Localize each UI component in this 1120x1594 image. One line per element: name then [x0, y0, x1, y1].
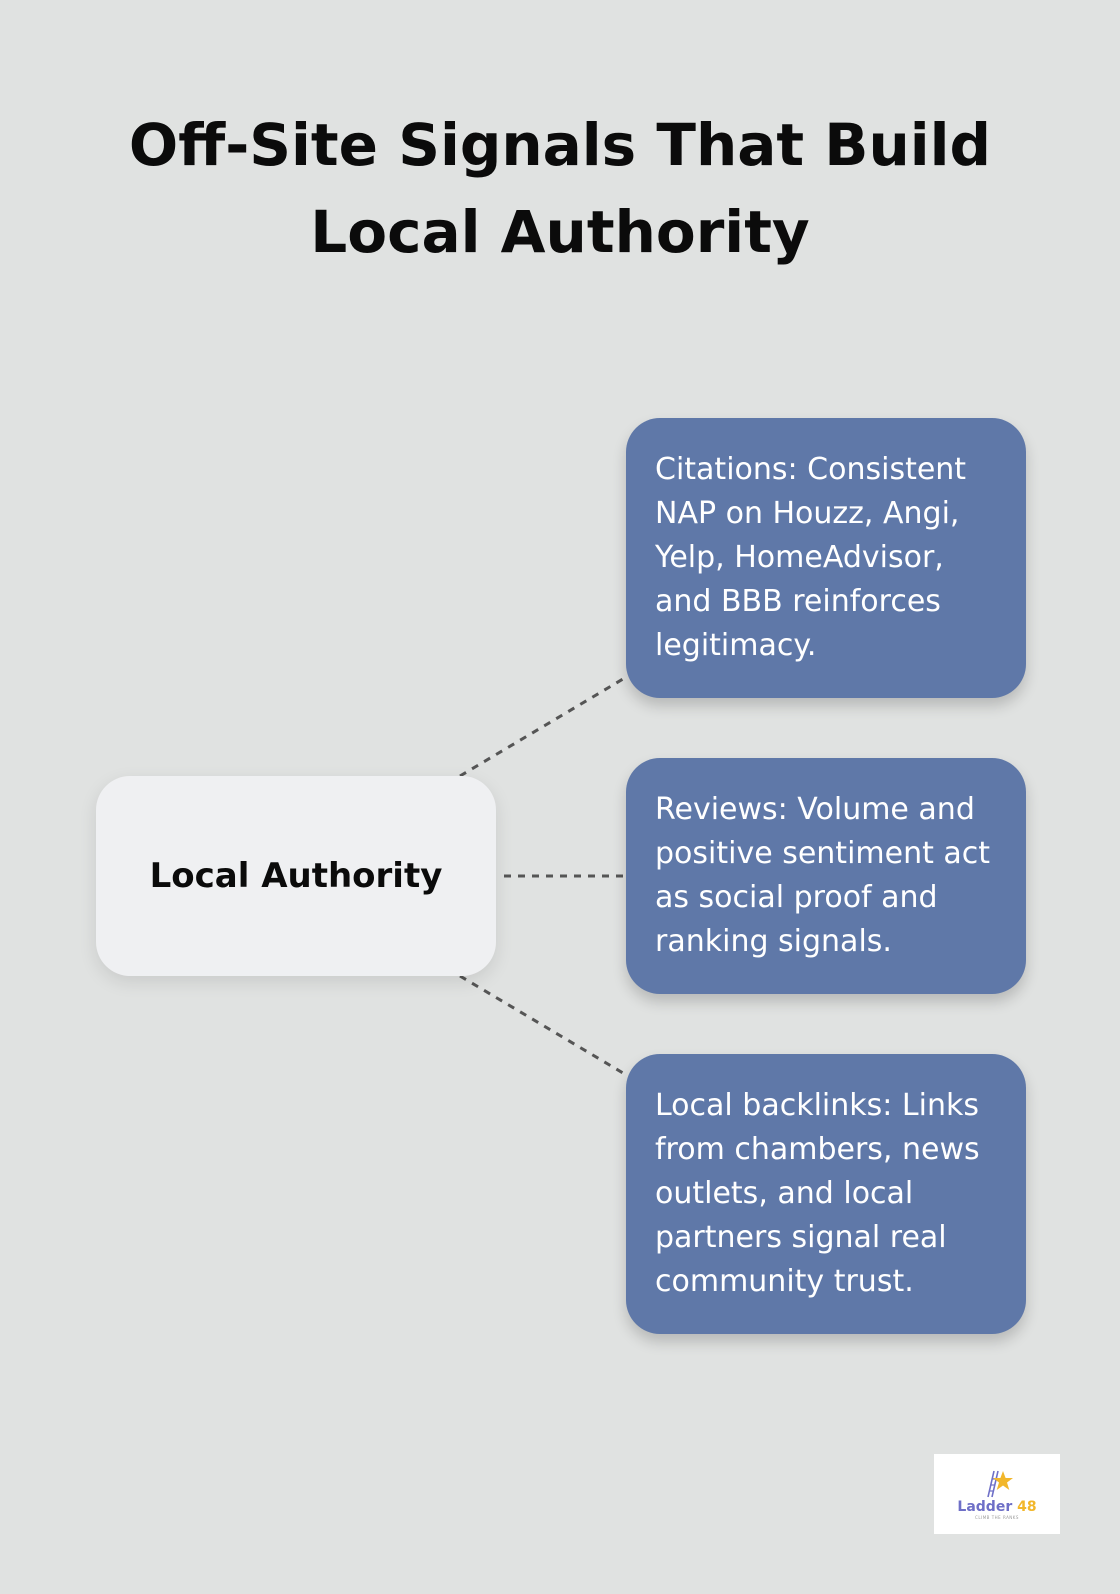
connector-backlinks	[459, 974, 629, 1078]
signal-text-backlinks: Local backlinks: Links from chambers, ne…	[655, 1088, 980, 1299]
page-title: Off-Site Signals That Build Local Author…	[128, 111, 992, 266]
signal-box-backlinks: Local backlinks: Links from chambers, ne…	[626, 1054, 1026, 1334]
signal-text-citations: Citations: Consistent NAP on Houzz, Angi…	[655, 452, 967, 663]
ladder-star-icon	[987, 1470, 1013, 1498]
signal-box-citations: Citations: Consistent NAP on Houzz, Angi…	[626, 418, 1026, 698]
brand-logo: Ladder 48 CLIMB THE RANKS	[934, 1454, 1060, 1534]
logo-tagline: CLIMB THE RANKS	[975, 1515, 1019, 1520]
signal-text-reviews: Reviews: Volume and positive sentiment a…	[655, 792, 991, 959]
logo-word-48: 48	[1017, 1499, 1037, 1515]
logo-wordmark: Ladder 48	[957, 1499, 1036, 1515]
logo-word-ladder: Ladder	[957, 1499, 1013, 1515]
connector-citations	[459, 674, 629, 778]
center-node-label: Local Authority	[149, 856, 443, 896]
center-node: Local Authority	[96, 776, 496, 976]
signal-box-reviews: Reviews: Volume and positive sentiment a…	[626, 758, 1026, 994]
